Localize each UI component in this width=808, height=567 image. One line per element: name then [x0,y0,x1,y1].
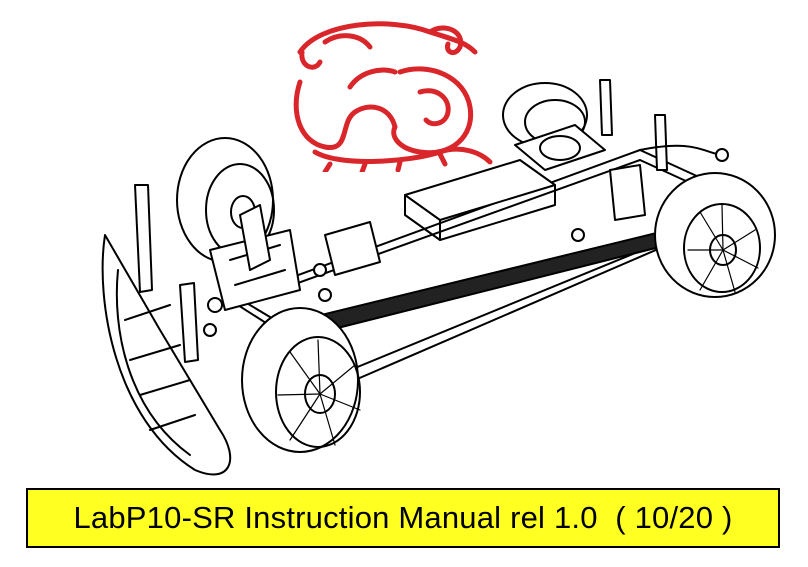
red-snail-logo [280,12,510,172]
manual-title-banner: LabP10-SR Instruction Manual rel 1.0 ( 1… [26,488,780,548]
manual-title: LabP10-SR Instruction Manual rel 1.0 ( 1… [73,500,732,536]
